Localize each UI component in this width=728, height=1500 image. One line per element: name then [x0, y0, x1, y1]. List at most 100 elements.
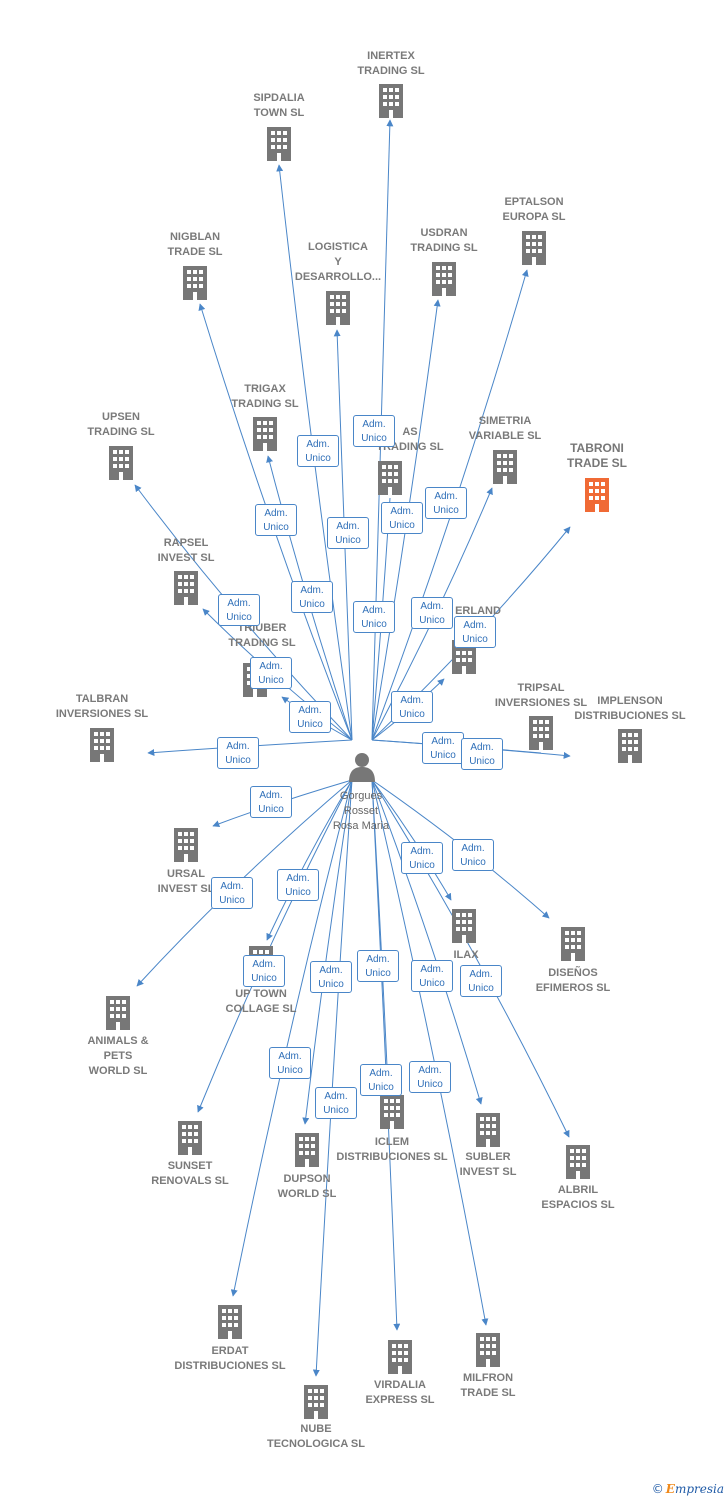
company-label-rapsel[interactable]: RAPSEL INVEST SL	[157, 537, 215, 564]
company-label-talbran[interactable]: TALBRAN INVERSIONES SL	[55, 693, 149, 720]
role-badge: Adm. Unico	[315, 1087, 357, 1119]
company-label-iclem[interactable]: ICLEM DISTRIBUCIONES SL	[336, 1136, 448, 1163]
company-label-trigax[interactable]: TRIGAX TRADING SL	[231, 383, 299, 410]
company-label-nigblan[interactable]: NIGBLAN TRADE SL	[167, 231, 223, 258]
role-badge: Adm. Unico	[255, 504, 297, 536]
building-icon[interactable]	[178, 1121, 202, 1155]
company-label-triuber[interactable]: TRIUBER TRADING SL	[228, 622, 296, 649]
company-label-tabroni[interactable]: TABRONI TRADE SL	[567, 441, 627, 470]
role-badge: Adm. Unico	[353, 415, 395, 447]
edge-milfron	[371, 779, 489, 1326]
edge-dupson	[302, 779, 353, 1125]
building-icon[interactable]	[561, 927, 585, 961]
building-icon[interactable]	[585, 478, 609, 512]
company-label-simetria[interactable]: SIMETRIA VARIABLE SL	[468, 415, 542, 442]
role-badge: Adm. Unico	[289, 701, 331, 733]
edge-nube	[312, 779, 353, 1377]
role-badge: Adm. Unico	[250, 786, 292, 818]
company-label-dupson[interactable]: DUPSON WORLD SL	[277, 1173, 337, 1200]
building-icon[interactable]	[522, 231, 546, 265]
person-icon	[349, 753, 375, 782]
role-badge: Adm. Unico	[391, 691, 433, 723]
building-icon[interactable]	[388, 1340, 412, 1374]
role-badge: Adm. Unico	[381, 502, 423, 534]
company-label-sipdalia[interactable]: SIPDALIA TOWN SL	[253, 92, 305, 119]
building-icon[interactable]	[379, 84, 403, 118]
edge-ilax	[371, 779, 452, 901]
building-icon[interactable]	[218, 1305, 242, 1339]
building-icon[interactable]	[452, 909, 476, 943]
company-label-erdat[interactable]: ERDAT DISTRIBUCIONES SL	[174, 1345, 286, 1372]
building-icon[interactable]	[432, 262, 456, 296]
company-label-usdran[interactable]: USDRAN TRADING SL	[410, 227, 478, 254]
building-icon[interactable]	[106, 996, 130, 1030]
building-icon[interactable]	[493, 450, 517, 484]
building-icon[interactable]	[183, 266, 207, 300]
role-badge: Adm. Unico	[411, 597, 453, 629]
role-badge: Adm. Unico	[297, 435, 339, 467]
company-label-subler[interactable]: SUBLER INVEST SL	[459, 1151, 517, 1178]
company-label-implenson[interactable]: IMPLENSON DISTRIBUCIONES SL	[574, 695, 686, 722]
building-icon[interactable]	[566, 1145, 590, 1179]
company-label-milfron[interactable]: MILFRON TRADE SL	[460, 1372, 516, 1399]
building-icon[interactable]	[253, 417, 277, 451]
role-badge: Adm. Unico	[452, 839, 494, 871]
role-badge: Adm. Unico	[425, 487, 467, 519]
role-badge: Adm. Unico	[411, 960, 453, 992]
role-badge: Adm. Unico	[269, 1047, 311, 1079]
company-label-erland[interactable]: ERLAND	[455, 605, 501, 617]
building-icon[interactable]	[378, 461, 402, 495]
role-badge: Adm. Unico	[360, 1064, 402, 1096]
building-icon[interactable]	[267, 127, 291, 161]
role-badge: Adm. Unico	[310, 961, 352, 993]
role-badge: Adm. Unico	[460, 965, 502, 997]
role-badge: Adm. Unico	[454, 616, 496, 648]
company-label-upsen[interactable]: UPSEN TRADING SL	[87, 411, 155, 438]
brand-name: mpresia	[674, 1482, 724, 1496]
edge-uptown	[266, 779, 353, 941]
company-label-albril[interactable]: ALBRIL ESPACIOS SL	[541, 1184, 615, 1211]
building-icon[interactable]	[90, 728, 114, 762]
company-label-uptown[interactable]: UP TOWN COLLAGE SL	[225, 988, 297, 1015]
edge-erdat	[230, 779, 353, 1297]
building-icon[interactable]	[476, 1333, 500, 1367]
building-icon[interactable]	[618, 729, 642, 763]
brand-initial: E	[665, 1482, 675, 1496]
role-badge: Adm. Unico	[422, 732, 464, 764]
edge-albril	[371, 779, 570, 1138]
building-icon[interactable]	[380, 1095, 404, 1129]
copyright-symbol: ©	[651, 1482, 664, 1496]
company-label-virdalia[interactable]: VIRDALIA EXPRESS SL	[365, 1379, 435, 1406]
building-icon[interactable]	[109, 446, 133, 480]
role-badge: Adm. Unico	[357, 950, 399, 982]
company-label-eptalson[interactable]: EPTALSON EUROPA SL	[502, 196, 566, 223]
company-label-ursal[interactable]: URSAL INVEST SL	[157, 868, 215, 895]
role-badge: Adm. Unico	[461, 738, 503, 770]
edge-virdalia	[371, 779, 401, 1331]
footer-brand: ©Empresia	[652, 1482, 724, 1496]
company-label-animals[interactable]: ANIMALS & PETS WORLD SL	[87, 1035, 149, 1077]
role-badge: Adm. Unico	[409, 1061, 451, 1093]
role-badge: Adm. Unico	[353, 601, 395, 633]
role-badge: Adm. Unico	[277, 869, 319, 901]
company-label-sunset[interactable]: SUNSET RENOVALS SL	[151, 1160, 229, 1187]
role-badge: Adm. Unico	[243, 955, 285, 987]
building-icon[interactable]	[476, 1113, 500, 1147]
role-badge: Adm. Unico	[217, 737, 259, 769]
role-badge: Adm. Unico	[211, 877, 253, 909]
company-label-tripsal[interactable]: TRIPSAL INVERSIONES SL	[494, 682, 588, 709]
building-icon[interactable]	[326, 291, 350, 325]
company-label-logistica[interactable]: LOGISTICA Y DESARROLLO...	[294, 241, 382, 283]
edge-subler	[371, 779, 483, 1105]
building-icon[interactable]	[174, 571, 198, 605]
center-person-label[interactable]: Gorgues Rosset Rosa Maria	[332, 790, 390, 832]
company-label-disenos[interactable]: DISEÑOS EFIMEROS SL	[535, 967, 611, 994]
role-badge: Adm. Unico	[218, 594, 260, 626]
company-label-ilax[interactable]: ILAX	[453, 949, 479, 961]
role-badge: Adm. Unico	[250, 657, 292, 689]
building-icon[interactable]	[174, 828, 198, 862]
company-label-inertex[interactable]: INERTEX TRADING SL	[357, 50, 425, 77]
company-label-nube[interactable]: NUBE TECNOLOGICA SL	[267, 1423, 365, 1450]
role-badge: Adm. Unico	[291, 581, 333, 613]
